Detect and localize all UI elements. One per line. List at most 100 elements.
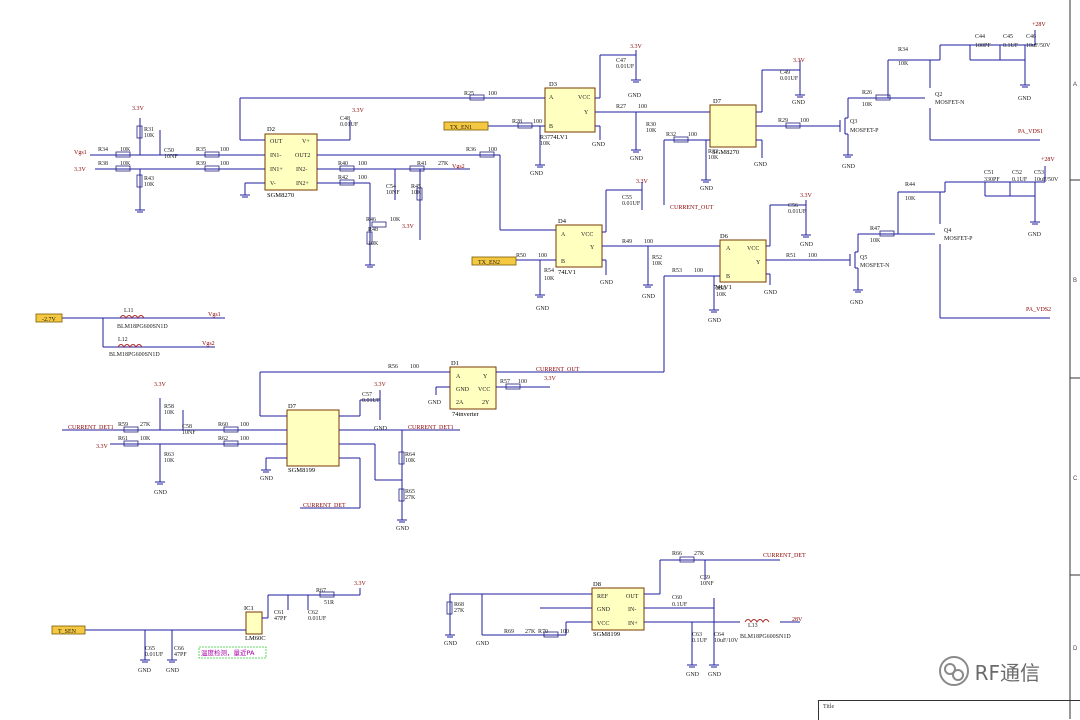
svg-text:R69: R69 <box>504 629 514 635</box>
ic1-wiring <box>85 588 361 660</box>
svg-text:GND: GND <box>428 400 442 406</box>
svg-text:100: 100 <box>688 132 697 138</box>
svg-text:3.3V: 3.3V <box>636 179 649 185</box>
svg-text:R46: R46 <box>366 217 376 223</box>
svg-text:R66: R66 <box>672 551 682 557</box>
svg-text:GND: GND <box>850 300 864 306</box>
svg-text:R38: R38 <box>98 161 108 167</box>
svg-text:D3: D3 <box>549 81 557 88</box>
svg-text:0.01UF: 0.01UF <box>780 76 799 82</box>
svg-text:74inverter: 74inverter <box>452 411 480 418</box>
svg-text:MOSFET-P: MOSFET-P <box>850 128 879 134</box>
svg-text:Y: Y <box>590 245 595 251</box>
svg-text:B: B <box>726 274 730 280</box>
svg-text:IC1: IC1 <box>244 605 254 612</box>
title-block: Title <box>818 700 1080 720</box>
svg-text:0.1UF: 0.1UF <box>1003 43 1019 49</box>
bias-beads-wiring <box>62 317 225 348</box>
svg-text:GND: GND <box>396 526 410 532</box>
svg-text:10K: 10K <box>164 458 175 464</box>
svg-text:D2: D2 <box>267 126 275 133</box>
svg-text:10uF/10V: 10uF/10V <box>714 638 739 644</box>
svg-text:C46: C46 <box>1026 34 1036 40</box>
chip-d6: D6 74LV1 A B VCC Y <box>714 233 767 291</box>
svg-text:27K: 27K <box>438 161 449 167</box>
svg-text:10K: 10K <box>862 102 873 108</box>
svg-text:100: 100 <box>220 161 229 167</box>
chip-d8: D8 SGM8199 REF GND VCC OUT IN- IN+ <box>591 581 645 638</box>
svg-text:10K: 10K <box>898 61 909 67</box>
svg-text:0.01UF: 0.01UF <box>340 122 359 128</box>
svg-text:GND: GND <box>444 641 458 647</box>
svg-text:0.01UF: 0.01UF <box>788 209 807 215</box>
svg-text:10K: 10K <box>120 147 131 153</box>
svg-text:A: A <box>456 374 461 380</box>
svg-text:C53: C53 <box>1034 170 1044 176</box>
wechat-logo-icon <box>938 656 969 686</box>
svg-text:100: 100 <box>488 91 497 97</box>
svg-text:C49: C49 <box>780 70 790 76</box>
svg-text:10K: 10K <box>870 238 881 244</box>
chip-d4: D4 74LV1 A B VCC Y <box>555 218 603 276</box>
svg-text:D6: D6 <box>720 233 729 240</box>
svg-text:27K: 27K <box>694 551 705 557</box>
port-t-sen <box>51 625 86 635</box>
svg-text:C57: C57 <box>362 392 372 398</box>
svg-text:A: A <box>561 232 566 238</box>
svg-text:IN2+: IN2+ <box>296 181 309 187</box>
svg-text:0.1UF: 0.1UF <box>692 638 708 644</box>
svg-text:10K: 10K <box>905 196 916 202</box>
zone-d: D <box>1073 646 1078 652</box>
zone-c: C <box>1073 476 1078 482</box>
svg-text:GND: GND <box>792 100 806 106</box>
svg-text:R67: R67 <box>316 588 326 594</box>
svg-text:Q5: Q5 <box>860 255 867 261</box>
svg-text:D7: D7 <box>713 98 722 105</box>
svg-text:GND: GND <box>700 186 714 192</box>
svg-text:0.01UF: 0.01UF <box>362 398 381 404</box>
svg-text:Q3: Q3 <box>850 119 857 125</box>
svg-text:2Y: 2Y <box>482 400 490 406</box>
chip-d1: D1 74inverter A GND 2A Y VCC 2Y <box>449 360 497 418</box>
svg-text:100: 100 <box>358 161 367 167</box>
svg-text:C45: C45 <box>1003 34 1013 40</box>
svg-text:GND: GND <box>842 164 856 170</box>
svg-text:R32: R32 <box>666 132 676 138</box>
svg-text:A: A <box>726 246 731 252</box>
svg-text:R51: R51 <box>786 253 796 259</box>
chip-d5: D7 SGM8270 <box>709 98 757 156</box>
svg-text:27K: 27K <box>454 608 465 614</box>
svg-text:V+: V+ <box>302 139 310 145</box>
temp-note: 温度检测，量近PA <box>201 648 255 657</box>
svg-text:100: 100 <box>410 364 419 370</box>
svg-text:51R: 51R <box>324 600 334 606</box>
svg-text:Y: Y <box>483 374 488 380</box>
svg-text:R40: R40 <box>338 161 348 167</box>
svg-text:R33: R33 <box>708 149 718 155</box>
svg-text:100: 100 <box>808 253 817 259</box>
svg-text:BLM18PG600SN1D: BLM18PG600SN1D <box>740 634 791 640</box>
svg-text:10K: 10K <box>140 436 151 442</box>
d4-wiring <box>516 182 720 295</box>
svg-text:100: 100 <box>538 253 547 259</box>
svg-text:GND: GND <box>1018 96 1032 102</box>
svg-text:C61: C61 <box>274 610 284 616</box>
port-tx-en1-label: TX_EN1 <box>450 125 472 131</box>
svg-text:VCC: VCC <box>478 387 490 393</box>
svg-text:3.3V: 3.3V <box>96 444 109 450</box>
svg-text:3.3V: 3.3V <box>630 44 643 50</box>
svg-text:R61: R61 <box>118 436 128 442</box>
rail-3v3-d: 3.3V <box>402 224 415 230</box>
svg-text:C47: C47 <box>616 58 626 64</box>
chip-ic1: IC1 LM60C <box>244 605 266 642</box>
svg-text:R25: R25 <box>464 91 474 97</box>
svg-text:10K: 10K <box>708 155 719 161</box>
svg-text:100: 100 <box>533 119 542 125</box>
svg-text:2A: 2A <box>456 400 464 406</box>
svg-text:10K: 10K <box>164 410 175 416</box>
svg-text:R52: R52 <box>652 255 662 261</box>
d8-wiring <box>449 559 800 665</box>
svg-text:SGM8270: SGM8270 <box>712 149 739 156</box>
svg-text:100: 100 <box>560 629 569 635</box>
